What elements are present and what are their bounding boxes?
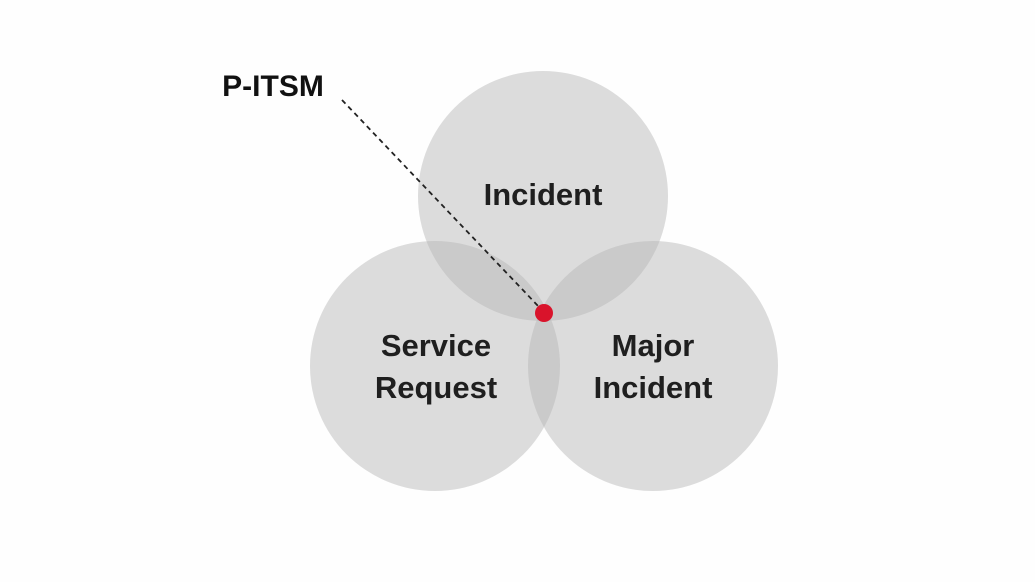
service-request-label-line2: Request [375, 370, 497, 405]
major-incident-label-line2: Incident [594, 370, 713, 405]
major-incident-label-line1: Major [612, 328, 695, 363]
circle-service-request [310, 241, 560, 491]
p-itsm-label: P-ITSM [222, 70, 324, 103]
service-request-label-line1: Service [381, 328, 491, 363]
incident-label: Incident [484, 177, 603, 212]
circle-incident [418, 71, 668, 321]
callout-leader-line [341, 99, 541, 309]
circle-major-incident [528, 241, 778, 491]
intersection-marker [535, 304, 553, 322]
